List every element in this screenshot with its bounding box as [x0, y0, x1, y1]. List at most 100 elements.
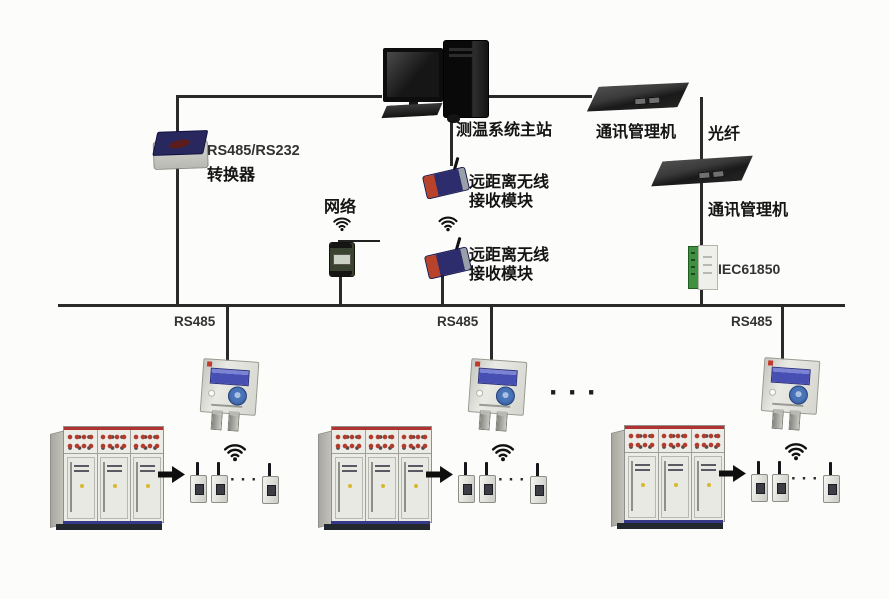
wireless-temp-sensor	[772, 461, 789, 502]
pc-mouse-icon	[447, 114, 460, 123]
monitor-logo	[206, 361, 213, 367]
master-station-pc	[381, 38, 491, 125]
gateway-marks	[703, 256, 712, 258]
cabinet-section	[691, 429, 724, 521]
sensor-screen	[777, 483, 786, 494]
device-antenna-wire	[338, 240, 380, 242]
cabinet-door	[100, 457, 128, 519]
door-label	[701, 464, 716, 466]
line-pc-to-comm	[484, 95, 592, 98]
substation-cluster-3: ···	[611, 357, 843, 529]
sensor-body	[530, 476, 547, 504]
rack-port	[648, 97, 660, 105]
sensor-screen	[267, 485, 276, 496]
sensor-body	[823, 475, 840, 503]
cabinet-door	[67, 457, 95, 519]
indicator-lights	[628, 432, 655, 449]
sensor-screen	[828, 484, 837, 495]
wireless-temp-sensor	[479, 462, 496, 503]
door-label	[107, 465, 122, 467]
sensor-body	[751, 474, 768, 502]
module-body	[421, 166, 471, 200]
wireless-temp-sensor	[751, 461, 768, 502]
gateway-terminals	[691, 252, 695, 254]
sensor-body	[458, 475, 475, 503]
device-screen	[333, 254, 351, 265]
cabinet-front	[624, 425, 725, 522]
cabinet-section	[365, 430, 399, 522]
gateway-body	[698, 245, 718, 290]
converter-mark	[169, 138, 191, 150]
antenna-icon	[536, 463, 539, 477]
temperature-monitor-device	[467, 358, 530, 432]
cabinet-red-stripe	[332, 427, 431, 430]
pc-screen	[387, 52, 439, 97]
antenna-icon	[196, 462, 199, 476]
door-label	[408, 465, 423, 467]
rack-body	[649, 154, 755, 189]
door-label	[635, 464, 650, 466]
door-label	[140, 465, 155, 467]
indicator-lights	[401, 433, 428, 450]
cable-gland	[495, 410, 508, 432]
antenna-icon	[268, 463, 271, 477]
drop-line-2	[490, 306, 493, 362]
cable-gland	[210, 409, 223, 431]
iec61850-gateway-device	[688, 245, 718, 290]
cabinet-door	[335, 457, 363, 519]
indicator-lights	[661, 432, 688, 449]
indicator-lights	[694, 432, 721, 449]
converter-top	[152, 129, 209, 156]
comm-manager-device-top	[585, 80, 691, 113]
tower-slot	[449, 54, 475, 57]
rs485-bus-line	[58, 304, 845, 307]
switchgear-cabinet	[50, 426, 164, 530]
pc-tower-icon	[443, 40, 489, 118]
sensor-body	[479, 475, 496, 503]
device-top-cap	[330, 243, 352, 248]
sensor-screen	[463, 484, 472, 495]
rs485-label-middle: RS485	[437, 314, 479, 329]
wireless-temp-sensor	[823, 462, 840, 503]
monitor-body	[467, 358, 528, 416]
cabinet-door	[661, 456, 689, 518]
rs485-rs232-converter-device	[150, 128, 209, 172]
cabinet-section	[130, 430, 163, 522]
fiber-label: 光纤	[708, 126, 741, 143]
converter-label-line2: 转换器	[207, 167, 256, 184]
comm-manager-device-mid	[649, 154, 755, 189]
switchgear-cabinet	[611, 425, 725, 529]
wireless-rx-upper-label-line2: 接收模块	[469, 193, 534, 210]
monitor-lcd	[477, 367, 518, 387]
drop-line-3	[781, 306, 784, 360]
wireless-temp-sensor	[211, 462, 228, 503]
pc-monitor-icon	[383, 48, 443, 102]
antenna-icon	[778, 461, 781, 475]
fiber-line	[700, 97, 703, 307]
cabinet-door	[628, 456, 656, 518]
monitor-lcd	[770, 366, 811, 386]
wireless-rx-upper-label-line1: 远距离无线	[469, 174, 550, 191]
sensor-screen	[484, 484, 493, 495]
device-body	[329, 242, 355, 277]
drop-line-1	[226, 306, 229, 362]
module-body	[423, 246, 473, 280]
cabinet-blue-stripe	[624, 520, 723, 523]
sensor-screen	[195, 484, 204, 495]
wifi-signal-icon	[223, 444, 247, 462]
sensor-body	[190, 475, 207, 503]
door-label	[375, 465, 390, 467]
cabinet-red-stripe	[625, 426, 724, 429]
monitor-logo	[474, 361, 481, 367]
cabinet-door	[694, 456, 722, 518]
door-label	[74, 465, 89, 467]
network-label: 网络	[324, 199, 357, 216]
antenna-icon	[757, 461, 760, 475]
substation-cluster-2: ···	[318, 358, 550, 530]
wifi-signal-icon	[784, 443, 808, 461]
wireless-temp-sensor	[190, 462, 207, 503]
indicator-lights	[368, 433, 395, 450]
wireless-temp-sensor	[530, 463, 547, 504]
indicator-lights	[335, 433, 362, 450]
door-label	[668, 464, 683, 466]
